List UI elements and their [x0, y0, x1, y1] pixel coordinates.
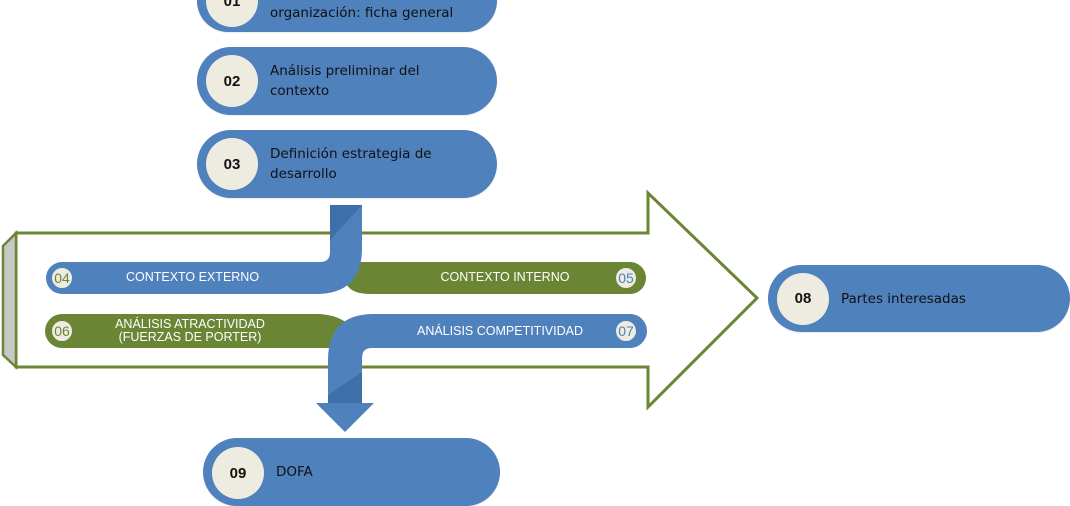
- step-08: 08 Partes interesadas: [768, 265, 1070, 332]
- band-label-line1: ANÁLISIS ATRACTIVIDAD: [115, 317, 265, 331]
- arrow-side-face: [1, 229, 18, 370]
- band-label-analisis-atractividad: ANÁLISIS ATRACTIVIDAD (FUERZAS DE PORTER…: [90, 318, 290, 344]
- step-number: 02: [206, 55, 258, 107]
- pipe-shade-bottom: [328, 372, 362, 403]
- pipe-contexto-externo: [46, 205, 362, 294]
- band-label-analisis-competitividad: ANÁLISIS COMPETITIVIDAD: [416, 324, 583, 338]
- badge-06: 06: [50, 319, 74, 343]
- pipe-analisis-competitividad: [316, 314, 647, 432]
- badge-05: 05: [614, 266, 638, 290]
- step-02: 02 Análisis preliminar del contexto: [197, 47, 497, 115]
- band-label-contexto-externo: CONTEXTO EXTERNO: [125, 270, 260, 284]
- flow-diagram: [1, 189, 760, 432]
- badge-04: 04: [50, 266, 74, 290]
- step-09: 09 DOFA: [203, 438, 500, 506]
- band-label-line2: (FUERZAS DE PORTER): [118, 330, 262, 344]
- badge-07: 07: [614, 319, 638, 343]
- step-label: Análisis preliminar del contexto: [270, 63, 420, 99]
- step-01: 01 organización: ficha general: [197, 0, 497, 32]
- step-label: Definición estrategia de desarrollo: [270, 146, 432, 182]
- step-number: 09: [212, 447, 264, 499]
- step-label: organización: ficha general: [270, 5, 454, 21]
- step-number: 08: [777, 272, 829, 325]
- step-03: 03 Definición estrategia de desarrollo: [197, 130, 497, 198]
- step-label: Partes interesadas: [841, 290, 966, 307]
- step-number: 01: [206, 0, 258, 27]
- band-analisis-atractividad: [45, 314, 352, 348]
- step-number: 03: [206, 138, 258, 190]
- band-contexto-interno: [345, 262, 646, 294]
- band-label-contexto-interno: CONTEXTO INTERNO: [440, 270, 570, 284]
- step-label: DOFA: [276, 464, 313, 480]
- pipe-shade-top: [330, 205, 362, 240]
- big-arrow-outline: [14, 189, 760, 411]
